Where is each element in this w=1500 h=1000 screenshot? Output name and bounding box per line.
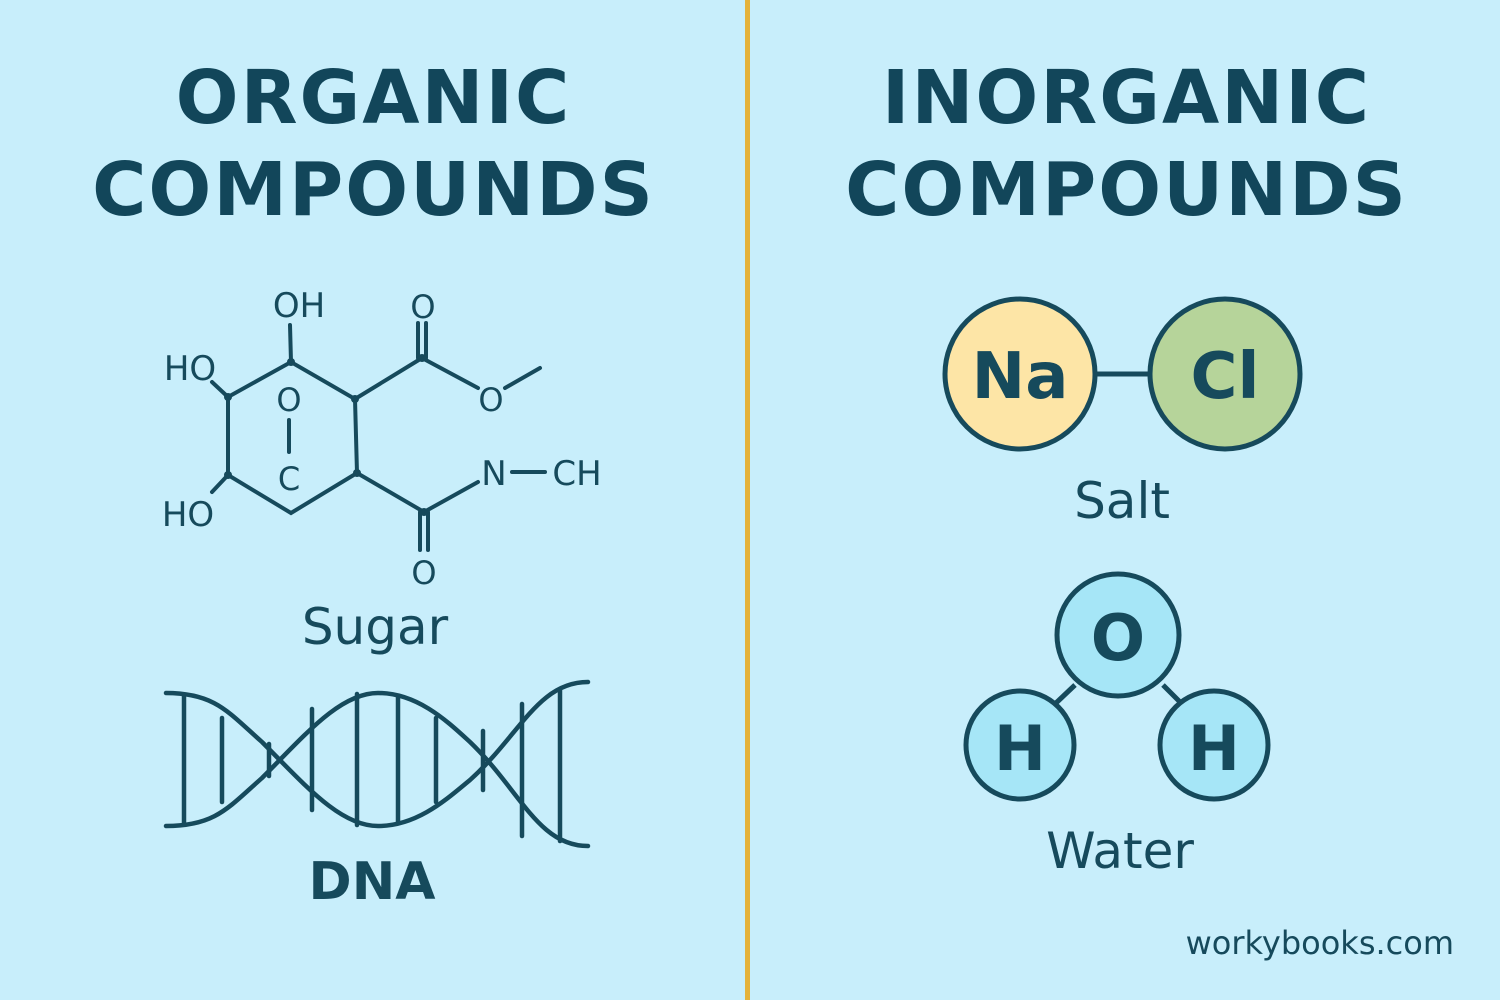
site-credit: workybooks.com [1185,924,1454,962]
inorganic-heading-line1: INORGANIC [881,55,1372,141]
sodium-atom [942,296,1098,452]
atom-ho-upper: HO [164,349,216,389]
inorganic-heading: INORGANIC COMPOUNDS [753,52,1500,236]
atom-ester-o: O [478,381,503,419]
atom-ring-o: O [276,381,301,419]
salt-molecule: Na Cl [942,296,1303,452]
organic-heading: ORGANIC COMPOUNDS [0,52,747,236]
water-label: Water [1046,822,1194,880]
inorganic-heading-line2: COMPOUNDS [845,147,1408,233]
organic-panel: ORGANIC COMPOUNDS [0,0,747,1000]
water-molecule: O H H [963,571,1271,802]
hydrogen-atom-right [1157,688,1271,802]
atom-ring-c: C [278,460,300,498]
oxygen-symbol: O [1091,602,1145,676]
atom-carbonyl-o-top: O [410,288,435,326]
atom-ho-lower: HO [162,495,214,535]
chlorine-symbol: Cl [1191,340,1260,414]
dna-label: DNA [308,852,436,912]
organic-heading-line1: ORGANIC [175,55,572,141]
hydrogen-symbol-right: H [1188,712,1240,785]
atom-oh-top: OH [273,286,325,326]
hydrogen-symbol-left: H [994,712,1046,785]
center-divider [745,0,750,1000]
inorganic-panel: INORGANIC COMPOUNDS Na Cl Salt O H H Wat… [753,0,1500,1000]
atom-carbonyl-o-bottom: O [411,554,436,592]
atom-methyl-ch: CH [552,454,601,494]
hydrogen-atom-left [963,688,1077,802]
chlorine-atom [1147,296,1303,452]
oxygen-atom [1054,571,1182,699]
sodium-symbol: Na [972,340,1069,414]
sugar-structure: OH HO HO O C O O N CH O [162,286,602,592]
atom-amine-n: N [481,454,506,494]
dna-helix-icon [163,679,591,849]
sugar-label: Sugar [301,598,449,656]
organic-heading-line2: COMPOUNDS [92,147,655,233]
salt-label: Salt [1074,472,1170,530]
